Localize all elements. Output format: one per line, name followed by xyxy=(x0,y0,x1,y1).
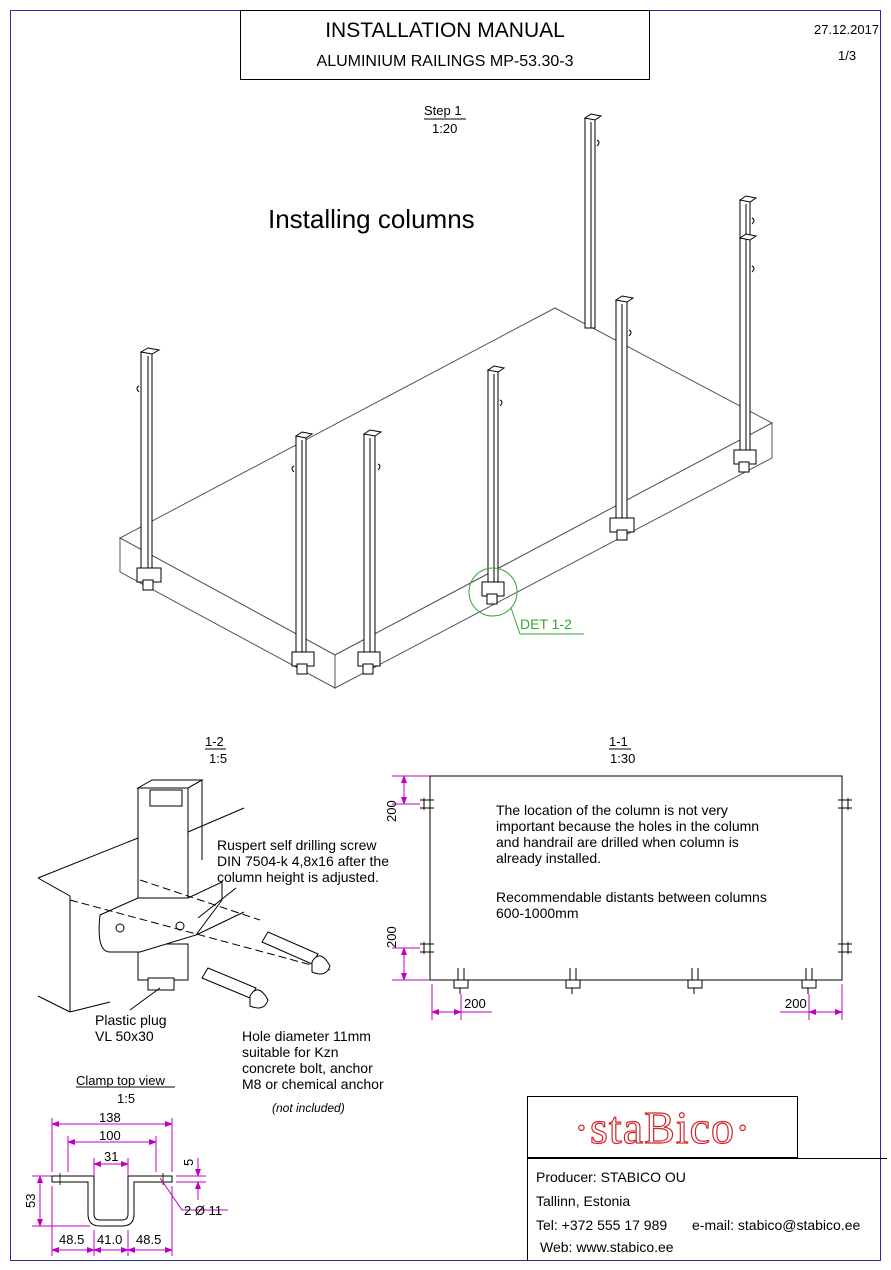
dim-bottom-right: 200 xyxy=(785,996,807,1011)
column-d xyxy=(481,365,506,605)
clamp-view-scale: 1:5 xyxy=(117,1091,136,1106)
location-note: The location of the column is not very i… xyxy=(496,802,760,866)
dim-bottom-left: 200 xyxy=(464,996,486,1011)
producer-block: Producer: STABICO OU Tallinn, Estonia Te… xyxy=(527,1158,887,1260)
plan-column-markers xyxy=(420,798,852,994)
column-g xyxy=(733,195,758,473)
producer-email[interactable]: e-mail: stabico@stabico.ee xyxy=(692,1217,861,1233)
clamp-dimensions xyxy=(32,1118,228,1256)
producer-city: Tallinn, Estonia xyxy=(536,1193,631,1209)
detail-1-2-label: 1-2 xyxy=(205,734,224,749)
detail-1-2-drawing xyxy=(37,779,331,1013)
document-date: 27.12.2017 xyxy=(814,22,880,37)
document-title: INSTALLATION MANUAL xyxy=(325,19,565,42)
detail-marker-circle xyxy=(468,567,518,617)
page-number: 1/3 xyxy=(838,48,857,63)
section-1-1-scale: 1:30 xyxy=(610,751,636,766)
producer-web[interactable]: Web: www.stabico.ee xyxy=(540,1239,674,1255)
dim-thickness: 5 xyxy=(181,1158,196,1166)
dim-inner: 100 xyxy=(99,1128,121,1143)
plug-note: Plastic plug VL 50x30 xyxy=(95,1012,167,1044)
dim-overall: 138 xyxy=(99,1110,121,1125)
screw-note: Ruspert self drilling screw DIN 7504-k 4… xyxy=(217,837,389,885)
column-f xyxy=(609,295,635,541)
section-1-1-plan xyxy=(420,775,852,994)
producer-tel: Tel: +372 555 17 989 xyxy=(536,1217,668,1233)
column-b xyxy=(291,431,315,675)
section-dimensions xyxy=(392,775,843,1020)
section-1-1-label: 1-1 xyxy=(609,734,628,749)
dim-height: 53 xyxy=(23,1193,38,1208)
column-e xyxy=(583,113,603,329)
hole-note: Hole diameter 11mm suitable for Kzn conc… xyxy=(242,1028,384,1092)
columns-3d xyxy=(136,113,758,675)
detail-marker-leader xyxy=(510,607,584,635)
column-a xyxy=(136,347,162,591)
dim-slot: 31 xyxy=(104,1149,119,1164)
not-included-note: (not included) xyxy=(272,1101,345,1115)
detail-1-2-scale: 1:5 xyxy=(209,751,228,766)
anchor-bolt-1 xyxy=(261,931,331,975)
dim-left-top: 200 xyxy=(384,800,399,822)
producer-name: Producer: STABICO OU xyxy=(536,1169,686,1185)
clamp-view-label: Clamp top view xyxy=(76,1073,165,1088)
column-c xyxy=(357,429,383,675)
dim-seg-right: 48.5 xyxy=(136,1232,162,1247)
step-scale: 1:20 xyxy=(432,121,458,136)
clamp-profile xyxy=(51,1173,173,1227)
dim-seg-mid: 41.0 xyxy=(97,1232,123,1247)
document-subtitle: ALUMINIUM RAILINGS MP-53.30-3 xyxy=(316,53,574,70)
anchor-bolt-2 xyxy=(201,967,269,1009)
step-heading: Installing columns xyxy=(268,204,475,234)
dim-seg-left: 48.5 xyxy=(59,1232,85,1247)
title-block: INSTALLATION MANUAL ALUMINIUM RAILINGS M… xyxy=(240,10,650,80)
dim-holes: 2 Ø 11 xyxy=(184,1203,223,1218)
logo-box: ·staBico· xyxy=(527,1096,798,1158)
distance-note: Recommendable distants between columns 6… xyxy=(496,889,767,921)
stabico-logo: ·staBico· xyxy=(573,1101,752,1153)
step-label: Step 1 xyxy=(424,103,462,118)
dim-left-bottom: 200 xyxy=(384,926,399,948)
concrete-slab xyxy=(118,307,774,689)
detail-marker-label: DET 1-2 xyxy=(520,616,572,632)
